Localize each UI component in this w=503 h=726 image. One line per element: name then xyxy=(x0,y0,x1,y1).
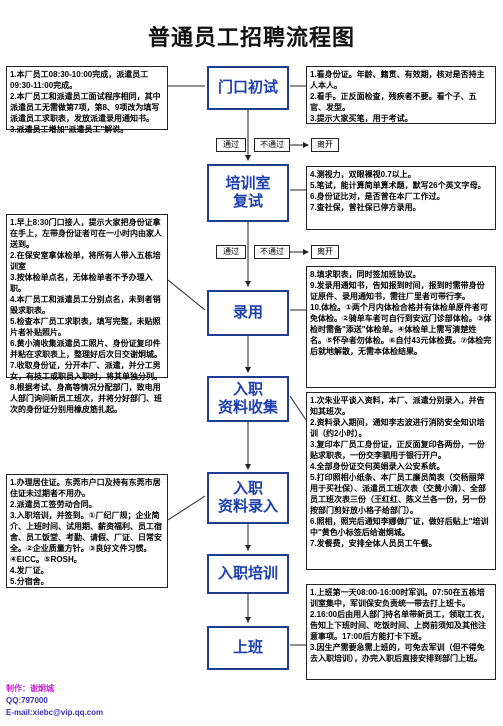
right-note-hire-steps: 8.填求职表，同时签加班协议。 9.发录用通知书，告知报到时间，报到时需带身份证… xyxy=(306,266,496,388)
footer-author: 制作：谢炯城 xyxy=(6,684,54,693)
left-note-onboarding-entry: 1.办理居住证。东莞市户口及持有东莞市居住证未过期者不用办。 2.派遣员工签劳动… xyxy=(6,474,168,588)
step-start-work: 上班 xyxy=(207,626,289,670)
tag-leave-2: 离开 xyxy=(311,245,339,259)
step-training-room-retest: 培训室 复试 xyxy=(207,164,289,222)
step-onboarding-training: 入职培训 xyxy=(207,554,289,594)
right-note-initial-checks: 1.看身份证。年龄、籍贯、有效期，核对是否持主人本人。 2.看手。正反面检查，残… xyxy=(306,66,496,124)
tag-leave-1: 离开 xyxy=(311,138,339,152)
step-onboarding-collection: 入职 资料收集 xyxy=(207,376,289,422)
right-note-retest-checks: 4.测视力，双眼裸视0.7以上。 5.笔试，能计算简单算术题，默写26个英文字母… xyxy=(306,166,496,230)
page-title: 普通员工招聘流程图 xyxy=(147,25,355,50)
left-note-retest-procedure: 1.早上8:30门口接人，提示大家把身份证拿在手上，左带身份证者可在一小时内由家… xyxy=(6,214,168,414)
tag-pass-2: 通过 xyxy=(216,245,246,259)
step-onboarding-entry: 入职 资料录入 xyxy=(207,472,289,524)
step-hire: 录用 xyxy=(207,290,289,336)
tag-fail-1: 不通过 xyxy=(254,138,290,152)
footer-email: E-mail:xiebc@vip.qq.com xyxy=(6,708,104,717)
right-note-first-day: 1.上班第一天08:00-16:00时军训。07:50在五栋培训室集中，军训保安… xyxy=(306,584,496,680)
right-note-data-collection: 1.次朱业平谈入资料，本厂、派遣分别录入，并告知其班次。 2.资料录入期间，通知… xyxy=(306,392,496,570)
footer-qq: QQ:797000 xyxy=(6,696,48,705)
step-initial-interview: 门口初试 xyxy=(207,66,289,110)
tag-pass-1: 通过 xyxy=(216,138,246,152)
left-note-initial-interview: 1.本厂员工08:30-10:00完成，派遣员工09:30-11:00完成。 2… xyxy=(6,66,168,134)
tag-fail-2: 不通过 xyxy=(254,245,290,259)
